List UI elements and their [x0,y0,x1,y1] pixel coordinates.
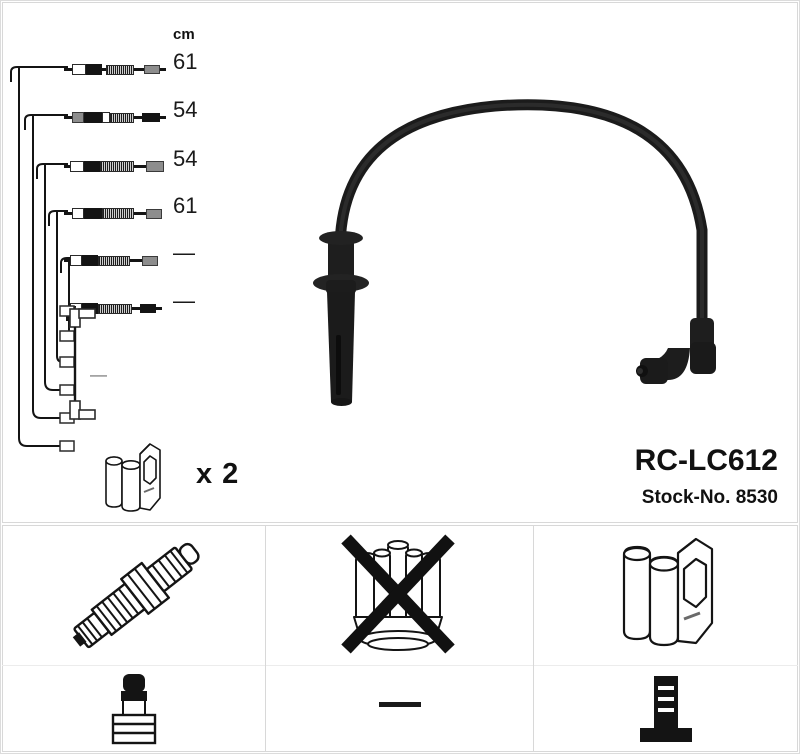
spark-plug-icon [72,542,200,649]
cable-row: — [8,240,208,273]
cell-divider [534,665,798,666]
cable-row: 54 [8,97,208,130]
cable-length-list: cm 61 [8,14,208,321]
connector-assembly [64,255,184,266]
panel-divider-left [265,525,266,752]
right-angle-boot-icon [636,318,716,384]
wire-path-icon [48,210,68,226]
distributor-cap-cell [266,525,533,752]
distributor-dash-slot [266,666,533,752]
coil-connector-icon [640,676,692,742]
wire-path-icon [24,114,68,130]
distributor-cap-icon [340,534,455,654]
cell-divider [266,665,533,666]
wire-path-icon [10,66,68,82]
stock-number: Stock-No. 8530 [641,487,778,508]
distributor-cap-slot [266,525,533,665]
top-panel-border [2,2,798,523]
cable-row: 61 [8,193,208,226]
ignition-coil-slot [534,525,798,665]
spark-plug-cell [2,525,265,752]
cable-row: 61 [8,49,208,82]
cable-length-value: 54 [173,97,198,122]
quantity-multiplier: x 2 [196,458,240,490]
cable-length-value: 61 [173,49,198,74]
ignition-coil-cell [534,525,798,752]
wire-path-icon [60,257,72,273]
cable-length-value: 54 [173,146,198,171]
cable-length-value: — [173,240,195,265]
connector-assembly [64,64,184,75]
ignition-cable-icon [313,99,716,406]
straight-boot-icon [313,231,369,406]
spark-plug-slot [2,525,265,665]
cable-row: 54 [8,146,208,179]
wire-path-icon [36,163,68,179]
cable-length-value: — [173,288,195,313]
product-code: RC-LC612 [634,444,778,477]
spark-plug-boot-icon [111,674,156,745]
ignition-coil-icon [105,443,161,512]
coil-connector-slot [534,666,798,752]
jumper-cable [69,308,96,420]
unit-header: cm [173,26,195,43]
connector-assembly [64,208,184,219]
not-applicable-dash-icon [378,702,421,707]
connector-assembly [64,112,184,123]
cable-length-value: 61 [173,193,198,218]
connector-assembly [64,161,190,172]
jumper-length-value: — [90,365,107,384]
panel-divider-right [533,525,534,752]
spark-plug-boot-slot [2,666,265,752]
cell-divider [2,665,265,666]
ignition-coil-icon [622,537,714,647]
bottom-panel-border [2,525,798,752]
wire-bundle [18,68,76,452]
